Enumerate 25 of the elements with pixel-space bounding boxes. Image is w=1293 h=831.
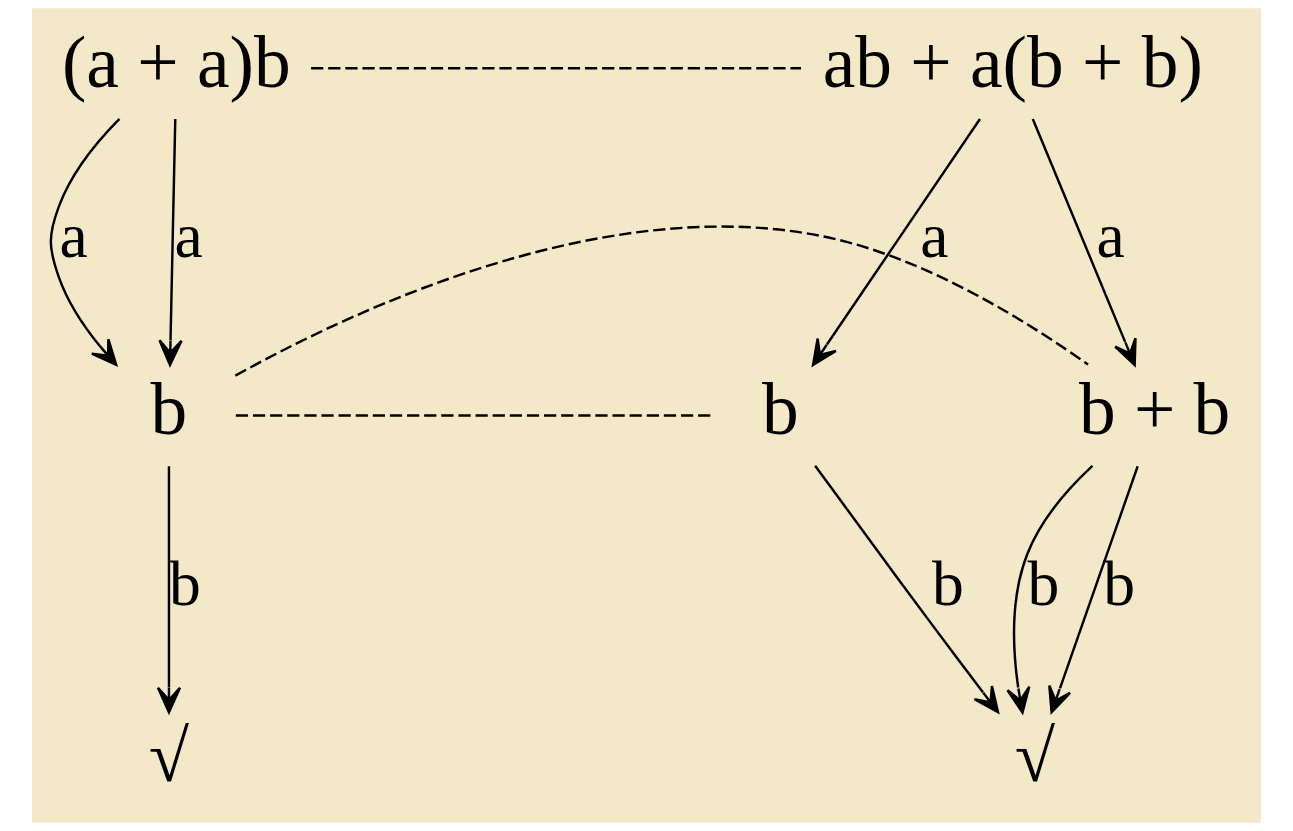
edge-label: a [59, 200, 88, 272]
node-text: b + b [1078, 368, 1231, 450]
connector [311, 66, 801, 70]
node-text: (a + a)b [61, 21, 291, 103]
node-text: b [762, 368, 799, 450]
node-text: ab + a(b + b) [822, 21, 1203, 103]
node-text: √ [1014, 716, 1055, 798]
node-text: √ [148, 716, 190, 798]
arrow [156, 466, 182, 714]
edge-label: b [1103, 547, 1136, 619]
arrow [814, 465, 1000, 714]
edge-label: b [932, 547, 964, 619]
arrow [811, 118, 981, 367]
connector [234, 225, 1089, 377]
arrow [1048, 465, 1139, 714]
edge-label: a [920, 200, 949, 272]
arrow [49, 118, 121, 367]
edge-label: b [1027, 547, 1060, 619]
arrow [1006, 465, 1094, 714]
node-text: b [150, 368, 188, 450]
edge-label: a [174, 200, 203, 272]
arrow [1031, 118, 1137, 367]
edge-label: b [168, 547, 201, 619]
arrow [158, 118, 183, 367]
edge-label: a [1096, 200, 1125, 272]
